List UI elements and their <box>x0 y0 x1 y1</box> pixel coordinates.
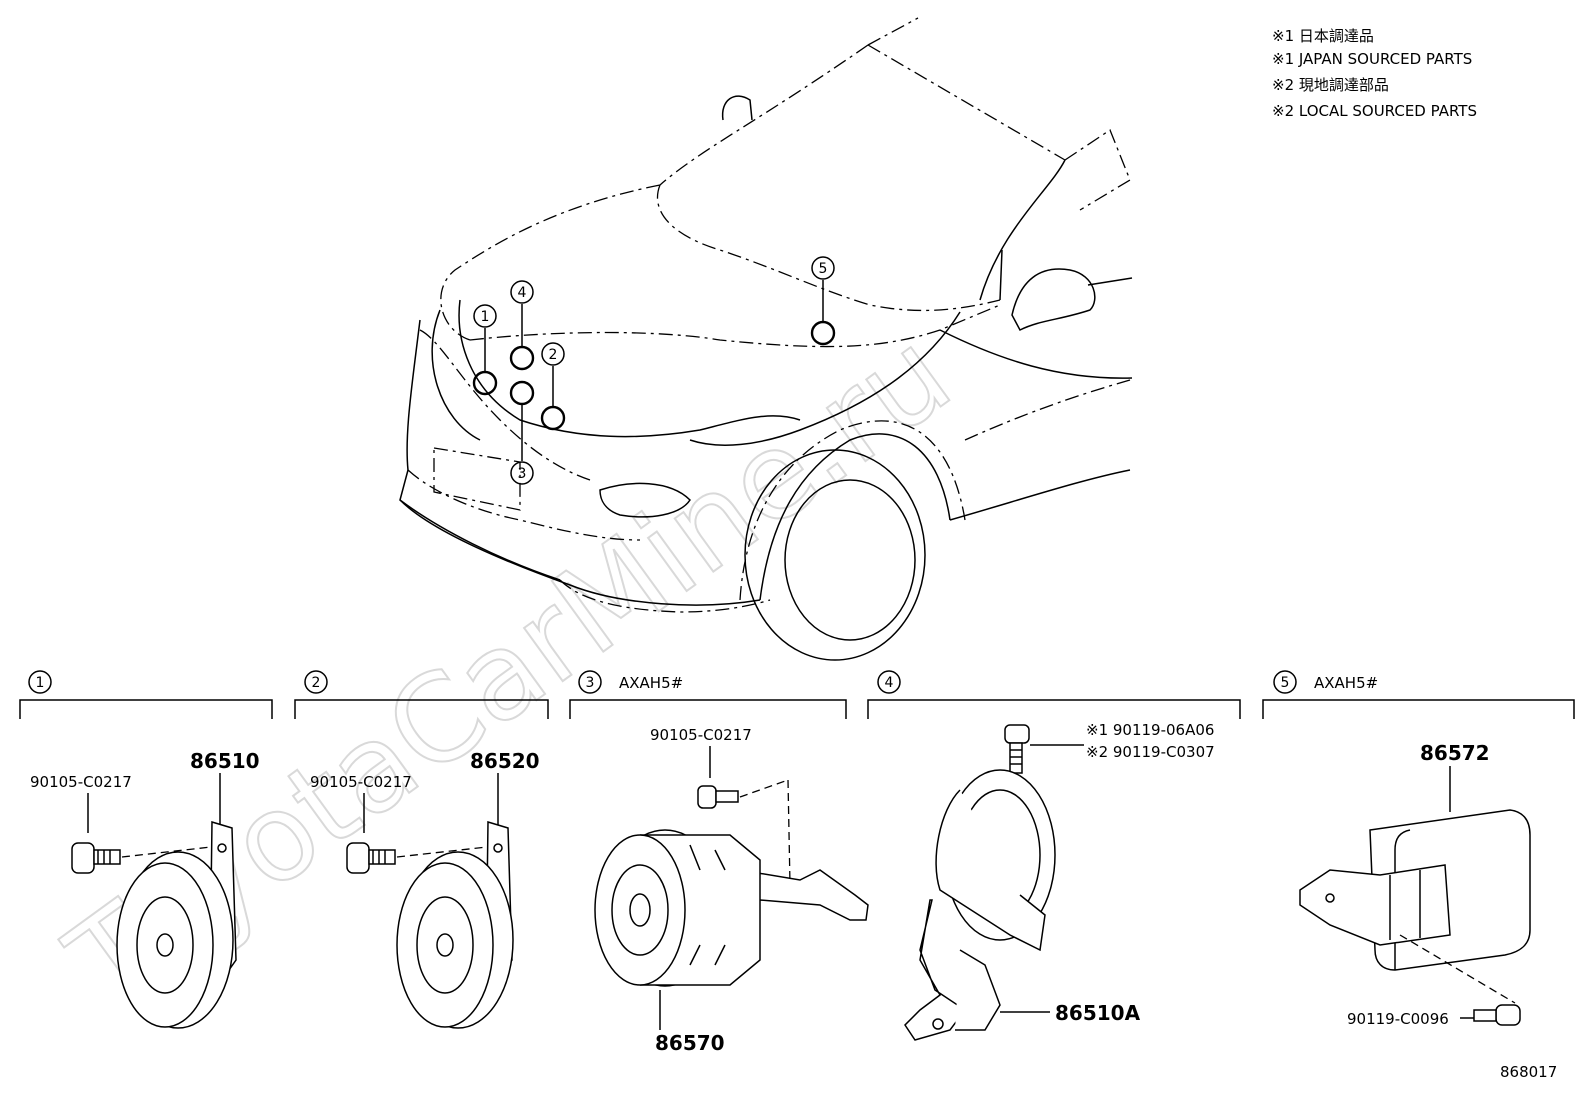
s5-unit-label: 86572 <box>1420 741 1490 765</box>
s4-bolt1-label: ※1 90119-06A06 <box>1086 721 1214 739</box>
s1-bolt <box>71 842 121 874</box>
note-2-en: ※2 LOCAL SOURCED PARTS <box>1272 102 1477 120</box>
section-1-horn: 90105-C0217 86510 <box>30 749 260 1029</box>
section-4-horn: ※1 90119-06A06 ※2 90119-C0307 86510A <box>904 721 1215 1041</box>
figure-id: 868017 <box>1500 1063 1557 1081</box>
section-4-num: 4 <box>885 675 894 691</box>
sourcing-notes: ※1 日本調達品 ※1 JAPAN SOURCED PARTS ※2 現地調達部… <box>1272 27 1477 120</box>
section-3-model: AXAH5# <box>619 674 683 692</box>
s3-bolt-label: 90105-C0217 <box>650 726 752 744</box>
section-2-num: 2 <box>312 675 321 691</box>
marker-5 <box>810 320 836 346</box>
marker-2 <box>540 405 566 431</box>
s3-bolt <box>697 785 739 809</box>
callout-5: 5 <box>819 261 828 277</box>
section-1-num: 1 <box>36 675 45 691</box>
s3-unit-label: 86570 <box>655 1031 725 1055</box>
section-headers: 1 2 3 AXAH5# 4 5 AXAH5# <box>19 670 1575 719</box>
s4-bolt2-label: ※2 90119-C0307 <box>1086 743 1215 761</box>
note-1-en: ※1 JAPAN SOURCED PARTS <box>1272 50 1472 68</box>
note-2-jp: ※2 現地調達部品 <box>1272 76 1389 94</box>
note-1-jp: ※1 日本調達品 <box>1272 27 1374 45</box>
section-3-num: 3 <box>586 675 595 691</box>
section-2-horn: 90105-C0217 86520 <box>310 749 540 1029</box>
callout-2: 2 <box>549 347 558 363</box>
s2-bolt-label: 90105-C0217 <box>310 773 412 791</box>
section-5-unit: 86572 90119-C0096 <box>1299 741 1531 1028</box>
s1-horn-label: 86510 <box>190 749 260 773</box>
callout-3: 3 <box>518 466 527 482</box>
car-callouts: 1 2 3 4 5 <box>473 256 835 485</box>
s2-bolt <box>346 842 396 874</box>
marker-3 <box>509 380 535 406</box>
section-5-model: AXAH5# <box>1314 674 1378 692</box>
s4-bolt <box>1004 724 1030 774</box>
callout-4: 4 <box>518 285 527 301</box>
vehicle-front-outline <box>399 17 1133 661</box>
marker-4 <box>509 345 535 371</box>
callout-1: 1 <box>481 309 490 325</box>
s5-bolt-label: 90119-C0096 <box>1347 1010 1449 1028</box>
section-5-num: 5 <box>1281 675 1290 691</box>
section-3-unit: 90105-C0217 86570 <box>594 726 869 1055</box>
s5-bolt <box>1473 1004 1521 1026</box>
s4-horn-label: 86510A <box>1055 1001 1141 1025</box>
s1-bolt-label: 90105-C0217 <box>30 773 132 791</box>
s2-horn-label: 86520 <box>470 749 540 773</box>
